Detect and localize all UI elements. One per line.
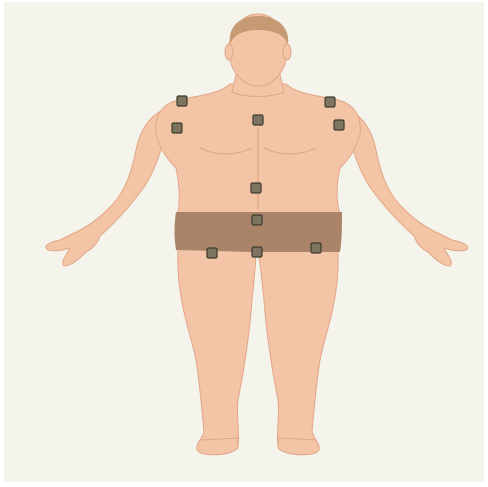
marker-lower-abdomen[interactable] xyxy=(252,215,262,225)
marker-sternum[interactable] xyxy=(253,115,263,125)
marker-right-hip[interactable] xyxy=(311,243,321,253)
right-foot xyxy=(278,438,319,455)
marker-navel[interactable] xyxy=(251,183,261,193)
marker-left-upper-chest[interactable] xyxy=(172,123,182,133)
marker-right-upper-chest[interactable] xyxy=(334,120,344,130)
marker-left-hip[interactable] xyxy=(207,248,217,258)
right-leg xyxy=(258,248,338,453)
marker-left-shoulder[interactable] xyxy=(177,96,187,106)
left-ear xyxy=(225,44,233,60)
right-ear xyxy=(283,44,291,60)
marker-right-shoulder[interactable] xyxy=(325,97,335,107)
right-arm xyxy=(344,108,468,266)
marker-groin-center[interactable] xyxy=(252,247,262,257)
left-arm xyxy=(46,108,168,266)
left-leg xyxy=(178,248,256,453)
left-foot xyxy=(197,438,238,455)
